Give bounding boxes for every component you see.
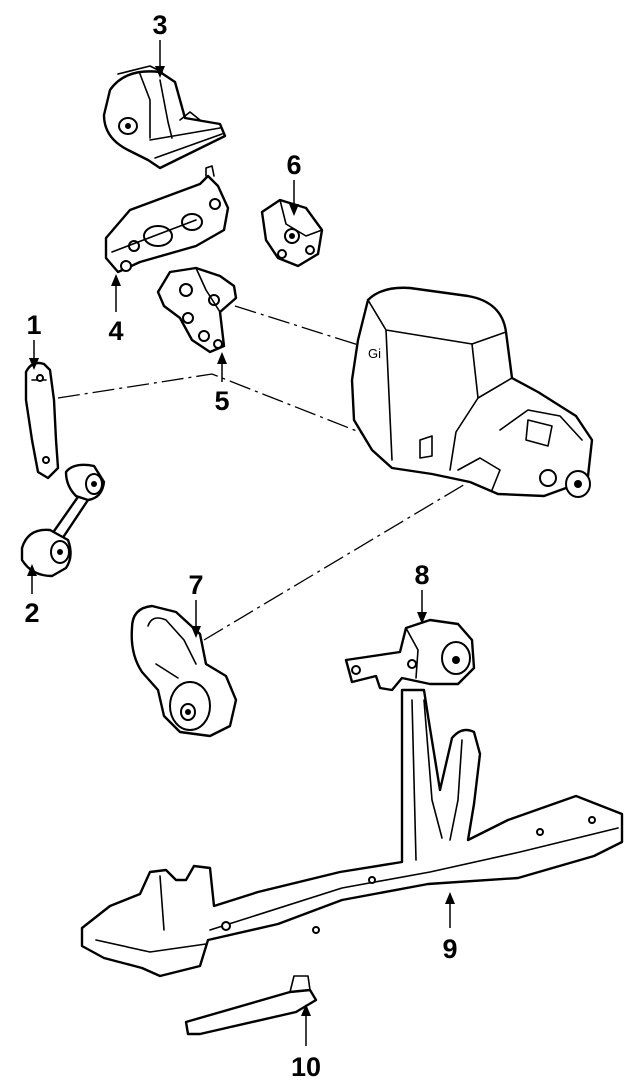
part-7-large-mount (130, 604, 238, 738)
callout-9: 9 (442, 934, 457, 964)
callout-1: 1 (26, 310, 41, 340)
callout-6: 6 (286, 150, 301, 180)
connection-line-7 (203, 461, 503, 641)
connection-line-5 (234, 305, 369, 349)
part-8-side-mount (344, 618, 476, 692)
part-1-bracket-arm (24, 361, 60, 480)
callout-7: 7 (188, 570, 203, 600)
part-2-torque-rod (20, 463, 106, 578)
part-6-small-mount (260, 198, 324, 268)
part-10-bar (184, 975, 318, 1036)
callout-3: 3 (152, 10, 167, 40)
callout-4: 4 (108, 316, 123, 346)
part-4-bracket (104, 165, 230, 274)
part-9-crossmember (80, 688, 624, 978)
part-3-engine-mount (102, 65, 227, 170)
connection-line-1 (57, 373, 416, 455)
callout-10: 10 (291, 1052, 321, 1082)
callout-5: 5 (214, 386, 229, 416)
connection-lines (57, 305, 503, 641)
engine-transaxle: Gi (350, 286, 594, 498)
callout-2: 2 (24, 598, 39, 628)
part-5-engine-bracket (156, 266, 238, 354)
callout-labels: 3 4 6 5 1 2 7 8 9 10 (24, 10, 457, 1082)
callout-leaders (27, 40, 455, 1046)
engine-marking: Gi (368, 346, 381, 361)
callout-8: 8 (414, 560, 429, 590)
